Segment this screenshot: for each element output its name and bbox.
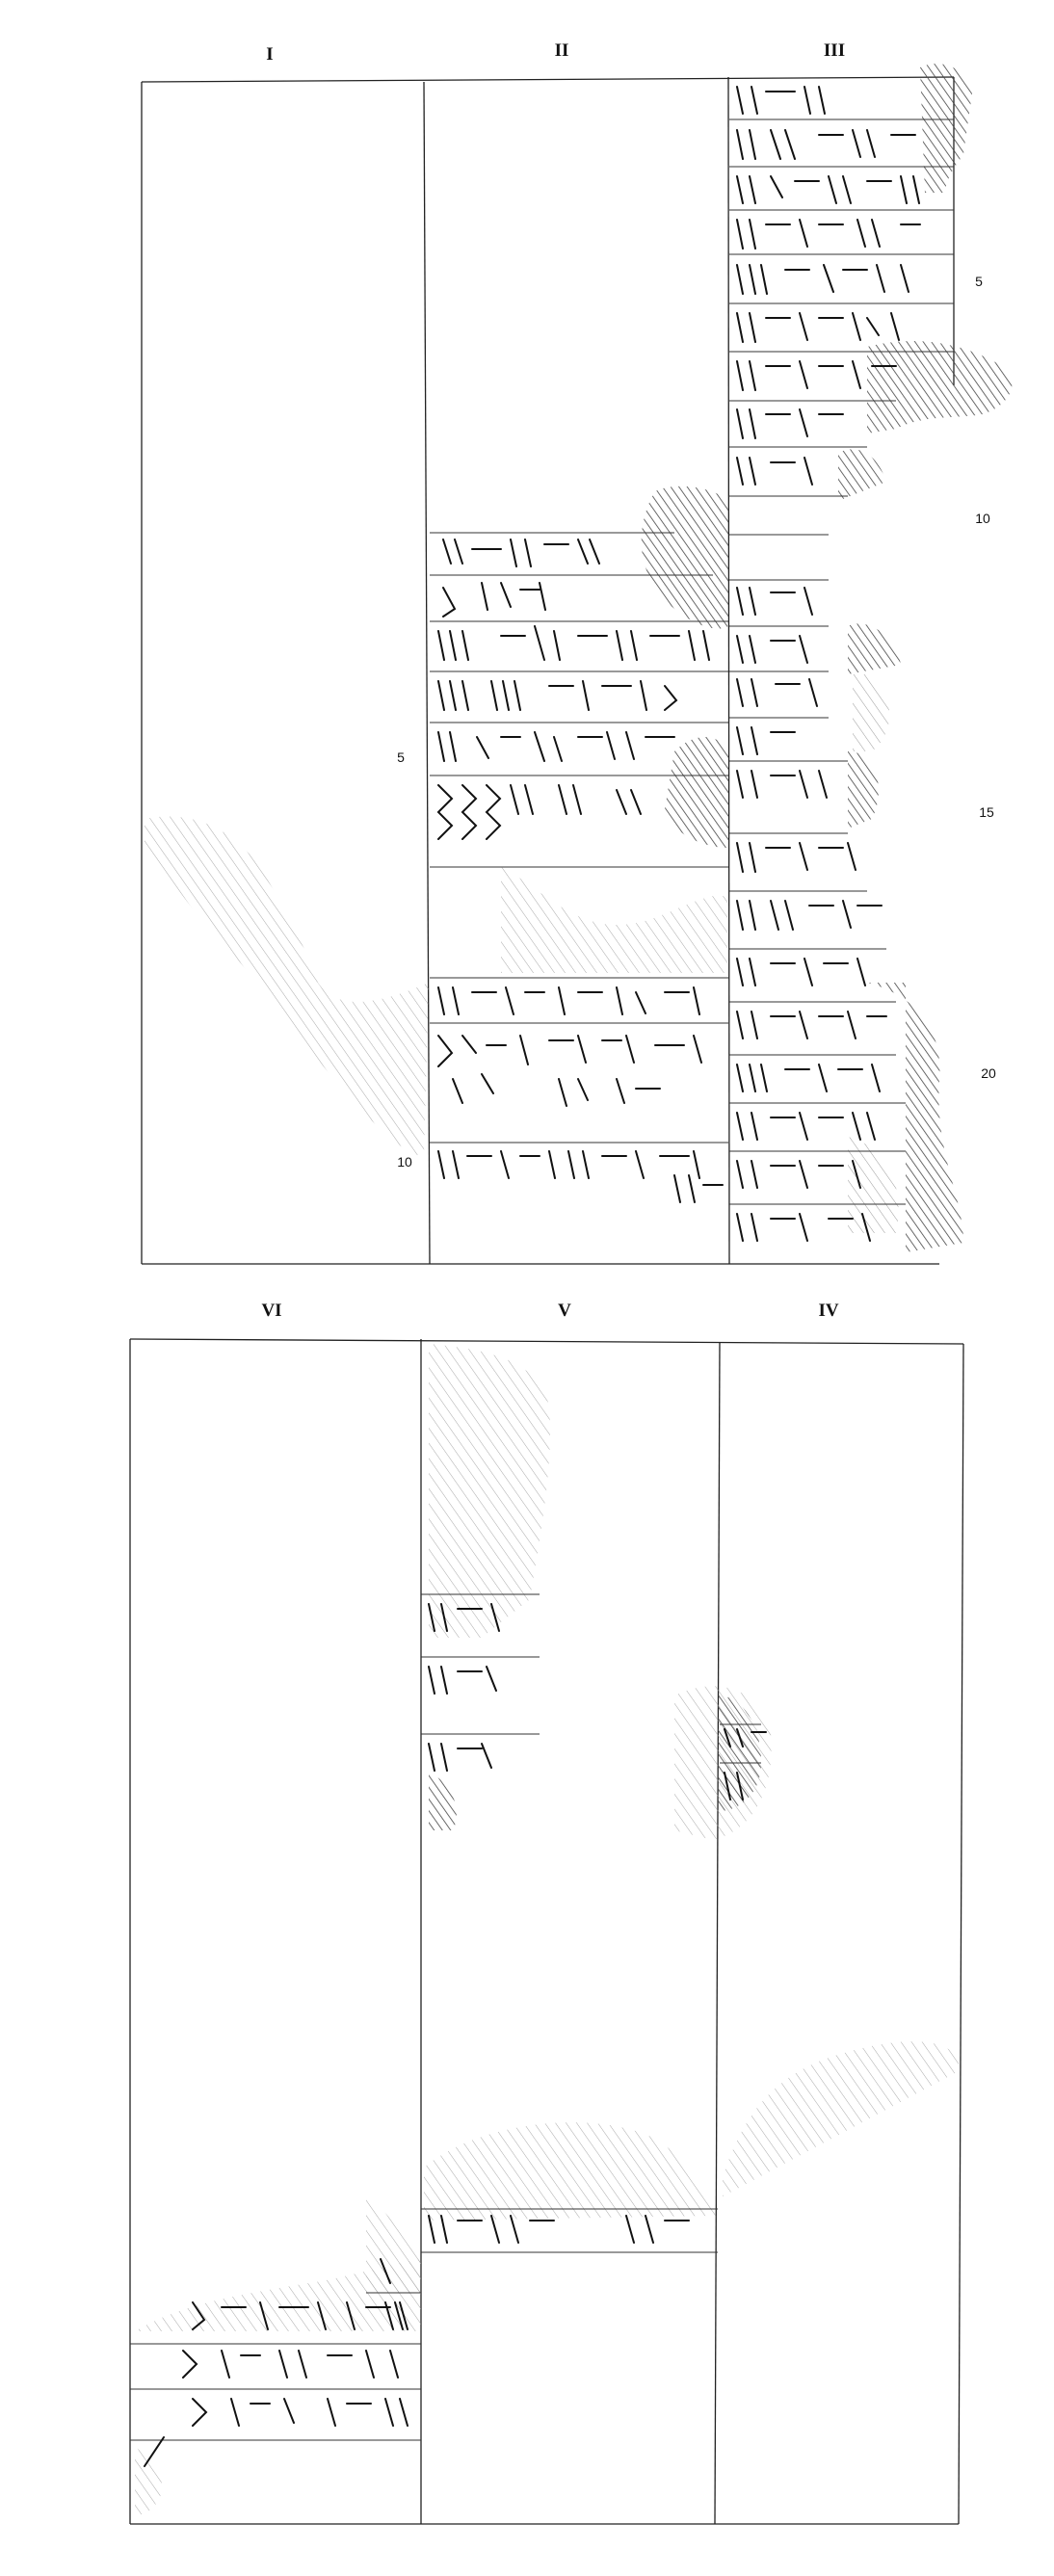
reverse-frame (129, 1338, 964, 2525)
ruling-lines-col-ii (430, 532, 728, 1143)
line-number-ii-5: 5 (397, 749, 405, 765)
line-number-iii-10: 10 (975, 511, 990, 526)
cuneiform-signs-col-iii (736, 86, 921, 1242)
line-number-ii-10: 10 (397, 1154, 412, 1170)
cuneiform-signs-obverse (436, 539, 724, 1203)
column-header-i: I (266, 44, 274, 65)
obverse-face (141, 64, 1013, 1265)
column-header-vi: VI (261, 1301, 282, 1321)
ruling-lines-col-iii (729, 118, 954, 1205)
obverse-frame (141, 76, 955, 1265)
cuneiform-signs-reverse (144, 1603, 767, 2467)
damage-hatching-dense (641, 64, 1013, 1252)
damage-hatching-light (145, 816, 727, 1156)
reverse-damage-light (135, 1344, 959, 2514)
line-number-iii-5: 5 (975, 274, 983, 289)
ruling-lines-reverse (130, 1593, 761, 2441)
column-header-v: V (558, 1301, 571, 1321)
column-header-iii: III (823, 40, 846, 61)
column-header-ii: II (554, 40, 569, 61)
line-number-iii-20: 20 (981, 1065, 996, 1081)
column-header-iv: IV (818, 1301, 839, 1321)
reverse-face (129, 1338, 964, 2525)
line-number-iii-15: 15 (979, 804, 994, 820)
